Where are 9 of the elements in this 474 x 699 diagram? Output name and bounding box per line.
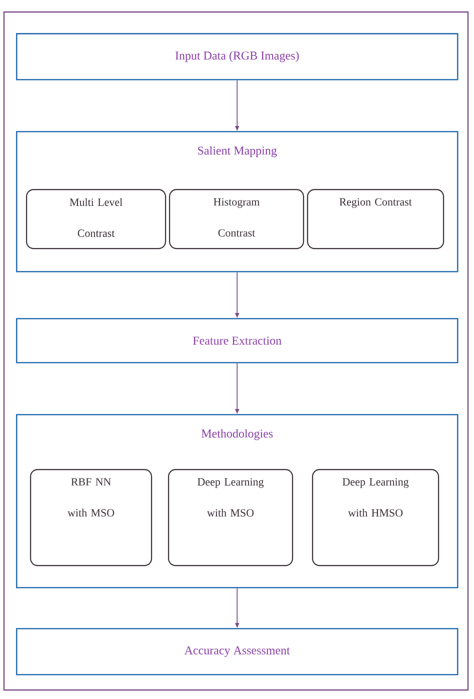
process-box: Feature Extraction <box>16 318 458 364</box>
method-box: Multi Level Contrast <box>26 189 166 250</box>
method-box: Region Contrast <box>307 189 444 250</box>
method-box: Deep Learning with HMSO <box>312 469 440 566</box>
method-box: RBF NN with MSO <box>30 469 152 566</box>
process-box: Accuracy Assessment <box>16 628 458 676</box>
process-box: Input Data (RGB Images) <box>16 33 458 80</box>
method-box: Histogram Contrast <box>169 189 304 250</box>
method-box: Deep Learning with MSO <box>168 469 294 566</box>
